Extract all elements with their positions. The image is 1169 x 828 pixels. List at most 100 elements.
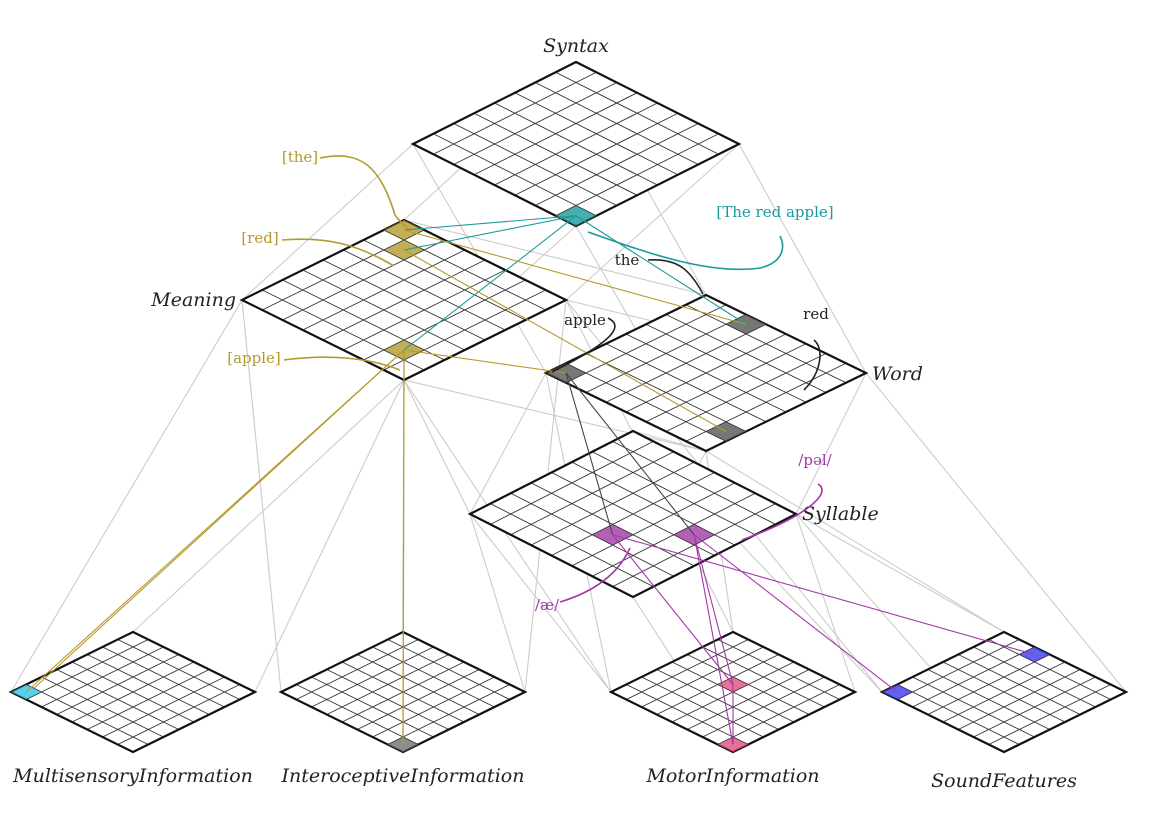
syntax-meaning-link	[403, 215, 577, 231]
meaning-word-link	[403, 249, 727, 432]
grid-line	[717, 639, 840, 700]
grid-line	[555, 71, 719, 155]
grid-line	[117, 639, 240, 700]
connection-line	[10, 299, 243, 693]
grid-line	[988, 639, 1111, 700]
ae-syllable-leader	[559, 547, 631, 603]
word-syllable-link	[565, 372, 614, 535]
connection-line	[632, 430, 707, 452]
connection-line	[865, 372, 1127, 693]
syllable-grid-border	[467, 429, 799, 599]
the-word-leader	[647, 259, 704, 295]
connection-line	[795, 372, 867, 515]
grid-line	[702, 676, 825, 738]
syllable-motor-link	[693, 534, 734, 745]
meaning-grid	[239, 218, 569, 382]
grid-line	[535, 82, 699, 165]
grid-line	[514, 112, 679, 196]
connection-line	[469, 513, 612, 693]
sound-grid-border	[879, 630, 1129, 754]
grid-line	[372, 676, 495, 738]
grid-line	[958, 669, 1081, 730]
grid-line	[973, 676, 1096, 738]
connection-line	[469, 372, 547, 515]
grid-line	[625, 333, 787, 413]
pel-syllable-annotation: /pəl/	[798, 451, 832, 469]
grid-line	[343, 269, 506, 351]
connection-line	[132, 379, 405, 633]
grid-line	[514, 92, 679, 176]
sound-grid	[879, 630, 1129, 754]
grid-line	[71, 661, 195, 723]
interoceptive-grid-border	[278, 630, 528, 754]
syllable-grid	[467, 429, 799, 599]
connection-line	[795, 513, 856, 693]
grid-line	[551, 472, 715, 556]
grid-line	[612, 440, 776, 525]
ae-syllable-annotation: /æ/	[535, 596, 560, 614]
red-meaning-annotation: [red]	[241, 229, 278, 247]
multisensory-grid-border	[8, 630, 258, 754]
red-meaning-leader	[281, 238, 395, 267]
syllable-sound-link	[693, 534, 898, 693]
grid-line	[102, 646, 225, 708]
connection-line	[795, 513, 1005, 633]
grids-group	[8, 60, 1129, 754]
grid-line	[372, 646, 495, 708]
syntax-word-link	[575, 215, 747, 325]
word-syllable-link	[565, 372, 695, 536]
syllable-motor-link	[612, 534, 734, 685]
syntax-grid-border	[410, 60, 742, 228]
grid-line	[343, 249, 506, 331]
connection-line	[241, 299, 282, 693]
apple-meaning-leader	[283, 356, 401, 371]
connection-line	[565, 143, 740, 301]
red-word-leader	[803, 339, 821, 391]
grid-line	[702, 646, 825, 708]
syllable-label: Syllable	[802, 503, 879, 525]
grid-line	[685, 304, 847, 384]
connection-line	[469, 513, 526, 693]
grid-line	[494, 102, 658, 186]
meaning-multisensory-link	[33, 349, 405, 689]
labels-group: SyntaxMeaningWordSyllableMultisensoryInf…	[12, 35, 1077, 792]
phrase-annotation: [The red apple]	[716, 203, 833, 221]
motor-grid-border	[608, 630, 858, 754]
meaning-interoceptive-link	[402, 349, 405, 745]
grid-line	[592, 451, 756, 536]
grid-line	[942, 661, 1066, 723]
red-word-annotation: red	[803, 305, 829, 323]
grid-line	[357, 669, 480, 730]
grid-line	[322, 259, 486, 341]
apple-word-annotation: apple	[564, 311, 606, 329]
grid-line	[665, 314, 827, 393]
syllable-sound-link	[612, 534, 1035, 656]
grid-line	[988, 684, 1111, 745]
grid-line	[102, 676, 225, 738]
connection-line	[254, 379, 405, 693]
interoceptive-label: InteroceptiveInformation	[281, 765, 525, 787]
grid-line	[387, 639, 510, 700]
grid-line	[571, 482, 736, 567]
meaning-label: Meaning	[150, 289, 236, 311]
grid-line	[645, 323, 807, 403]
grid-line	[387, 684, 510, 745]
meaning-word-link	[403, 349, 567, 374]
apple-meaning-annotation: [apple]	[227, 349, 281, 367]
grid-line	[87, 669, 210, 730]
grid-line	[665, 353, 827, 432]
multisensory-grid	[8, 630, 258, 754]
colored-links	[25, 215, 1035, 745]
meaning-word-link	[403, 229, 747, 325]
the-meaning-leader	[319, 155, 409, 230]
syntax-label: Syntax	[543, 35, 609, 57]
syllable-motor-link	[693, 534, 734, 685]
word-grid-border	[543, 293, 869, 453]
multisensory-label: MultisensoryInformation	[12, 765, 253, 787]
grid-line	[645, 343, 807, 423]
connection-line	[738, 143, 867, 374]
connection-line	[403, 219, 707, 296]
connection-line	[403, 379, 471, 515]
grid-line	[717, 684, 840, 745]
